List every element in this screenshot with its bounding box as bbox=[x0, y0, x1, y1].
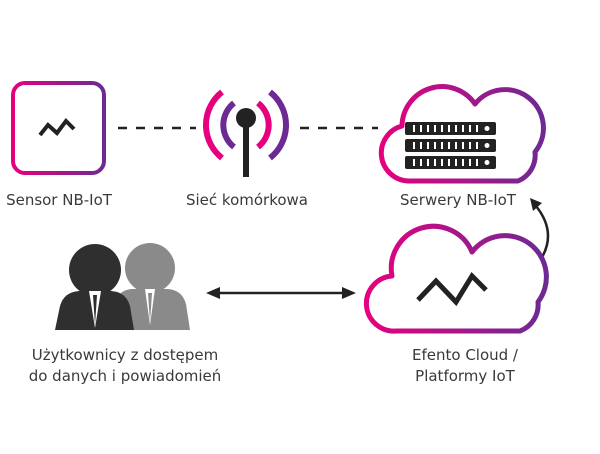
network-label: Sieć komórkowa bbox=[185, 191, 309, 209]
users-icon bbox=[55, 243, 190, 330]
users-label: Użytkownicy z dostępem do danych i powia… bbox=[29, 345, 222, 387]
cloud-label-line-1: Efento Cloud / bbox=[412, 346, 518, 364]
cloud-label-line-2: Platformy IoT bbox=[415, 367, 515, 385]
users-label-line-2: do danych i powiadomień bbox=[28, 367, 222, 385]
servers-label: Serwery NB-IoT bbox=[400, 191, 516, 209]
users-cloud-arrow bbox=[206, 287, 356, 299]
sensor-label: Sensor NB-IoT bbox=[6, 191, 112, 209]
cloud-label: Efento Cloud / Platformy IoT bbox=[412, 345, 518, 387]
server-rack-cloud-icon bbox=[378, 84, 546, 184]
users-label-line-1: Użytkownicy z dostępem bbox=[31, 346, 219, 364]
antenna-signal-icon bbox=[203, 89, 289, 177]
sensor-icon bbox=[11, 81, 106, 175]
pulse-cloud-icon bbox=[364, 223, 549, 334]
